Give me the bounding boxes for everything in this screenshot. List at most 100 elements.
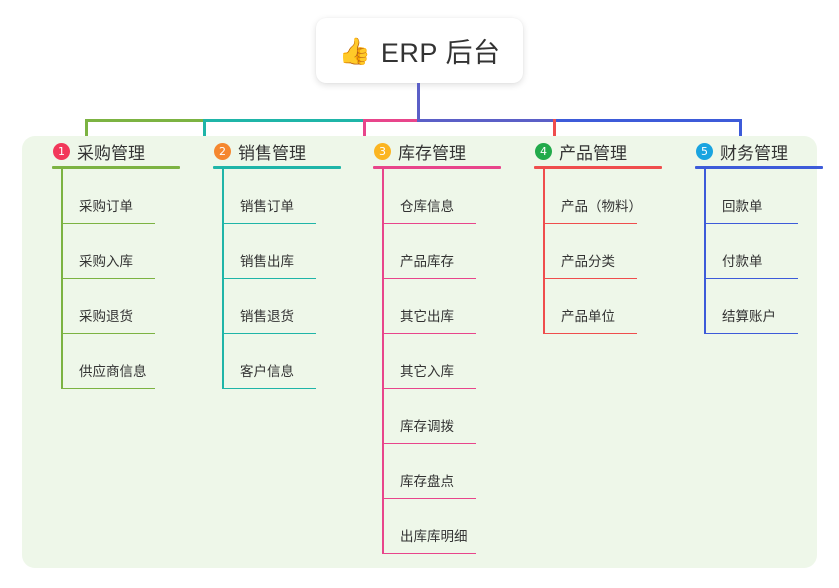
- leaf-label: 其它入库: [400, 364, 454, 379]
- leaf-item[interactable]: 销售退货: [222, 279, 359, 334]
- column-2: 2 销售管理销售订单销售出库销售退货客户信息: [199, 136, 359, 389]
- leaf-item[interactable]: 采购入库: [61, 224, 198, 279]
- column-title-5: 财务管理: [720, 143, 788, 163]
- leaf-label: 库存调拨: [400, 419, 454, 434]
- column-4: 4 产品管理产品（物料） 产品分类产品单位: [520, 136, 680, 334]
- leaf-item[interactable]: 销售出库: [222, 224, 359, 279]
- leaf-item[interactable]: 供应商信息: [61, 334, 198, 389]
- leaf-underline: [543, 222, 637, 224]
- leaf-label: 销售退货: [240, 309, 294, 324]
- leaf-list-3: 仓库信息产品库存其它出库其它入库库存调拨库存盘点出库库明细: [382, 169, 519, 554]
- leaf-underline: [704, 332, 798, 334]
- leaf-item[interactable]: 产品库存: [382, 224, 519, 279]
- leaf-label: 出库库明细: [400, 529, 468, 544]
- leaf-item[interactable]: 其它出库: [382, 279, 519, 334]
- leaf-label: 采购订单: [79, 199, 133, 214]
- leaf-label: 采购退货: [79, 309, 133, 324]
- leaf-list-2: 销售订单销售出库销售退货客户信息: [222, 169, 359, 389]
- leaf-underline: [222, 387, 316, 389]
- leaf-underline: [61, 387, 155, 389]
- leaf-underline: [382, 552, 476, 554]
- column-underline-2: [213, 166, 341, 169]
- leaf-underline: [382, 332, 476, 334]
- column-header-3[interactable]: 3 库存管理: [359, 136, 519, 166]
- leaf-underline: [61, 277, 155, 279]
- leaf-item[interactable]: 采购退货: [61, 279, 198, 334]
- leaf-item[interactable]: 采购订单: [61, 169, 198, 224]
- leaf-list-5: 回款单付款单结算账户: [704, 169, 839, 334]
- leaf-spine-1: [61, 169, 63, 389]
- trunk-segment-5: [553, 119, 741, 122]
- leaf-underline: [382, 387, 476, 389]
- leaf-underline: [704, 277, 798, 279]
- leaf-label: 其它出库: [400, 309, 454, 324]
- leaf-label: 结算账户: [722, 309, 776, 324]
- leaf-item[interactable]: 产品分类: [543, 224, 680, 279]
- leaf-spine-4: [543, 169, 545, 334]
- root-title: ERP 后台: [380, 38, 501, 68]
- root-node[interactable]: 👍 ERP 后台: [316, 18, 523, 83]
- leaf-label: 产品分类: [561, 254, 615, 269]
- leaf-label: 库存盘点: [400, 474, 454, 489]
- leaf-label: 客户信息: [240, 364, 294, 379]
- trunk-segment-4: [417, 119, 553, 122]
- leaf-item[interactable]: 结算账户: [704, 279, 839, 334]
- column-badge-3: 3: [374, 142, 391, 160]
- column-title-2: 销售管理: [238, 143, 306, 163]
- leaf-underline: [543, 332, 637, 334]
- leaf-label: 仓库信息: [400, 199, 454, 214]
- leaf-label: 采购入库: [79, 254, 133, 269]
- leaf-underline: [61, 222, 155, 224]
- leaf-label: 销售出库: [240, 254, 294, 269]
- leaf-item[interactable]: 客户信息: [222, 334, 359, 389]
- column-underline-5: [695, 166, 823, 169]
- leaf-spine-3: [382, 169, 384, 554]
- leaf-underline: [382, 442, 476, 444]
- leaf-item[interactable]: 库存调拨: [382, 389, 519, 444]
- leaf-underline: [61, 332, 155, 334]
- leaf-underline: [382, 497, 476, 499]
- leaf-underline: [222, 332, 316, 334]
- leaf-item[interactable]: 回款单: [704, 169, 839, 224]
- leaf-label: 供应商信息: [79, 364, 147, 379]
- leaf-list-1: 采购订单采购入库采购退货供应商信息: [61, 169, 198, 389]
- column-header-4[interactable]: 4 产品管理: [520, 136, 680, 166]
- column-underline-1: [52, 166, 180, 169]
- leaf-underline: [222, 222, 316, 224]
- column-underline-3: [373, 166, 501, 169]
- trunk-segment-3: [363, 119, 417, 122]
- column-title-4: 产品管理: [559, 143, 627, 163]
- leaf-label: 销售订单: [240, 199, 294, 214]
- leaf-label: 付款单: [722, 254, 763, 269]
- leaf-item[interactable]: 库存盘点: [382, 444, 519, 499]
- root-connector-vertical: [417, 83, 420, 121]
- leaf-item[interactable]: 付款单: [704, 224, 839, 279]
- leaf-underline: [543, 277, 637, 279]
- leaf-item[interactable]: 出库库明细: [382, 499, 519, 554]
- column-header-2[interactable]: 2 销售管理: [199, 136, 359, 166]
- column-badge-2: 2: [214, 142, 231, 160]
- leaf-item[interactable]: 产品单位: [543, 279, 680, 334]
- column-title-3: 库存管理: [398, 143, 466, 163]
- leaf-label: 产品库存: [400, 254, 454, 269]
- column-badge-4: 4: [535, 142, 552, 160]
- thumbs-up-icon: 👍: [338, 35, 371, 66]
- leaf-item[interactable]: 销售订单: [222, 169, 359, 224]
- column-badge-1: 1: [53, 142, 70, 160]
- trunk-segment-2: [203, 119, 363, 122]
- leaf-item[interactable]: 仓库信息: [382, 169, 519, 224]
- leaf-label: 回款单: [722, 199, 763, 214]
- column-underline-4: [534, 166, 662, 169]
- leaf-label: 产品单位: [561, 309, 615, 324]
- leaf-underline: [382, 277, 476, 279]
- leaf-item[interactable]: 其它入库: [382, 334, 519, 389]
- leaf-underline: [222, 277, 316, 279]
- trunk-segment-1: [85, 119, 203, 122]
- leaf-item[interactable]: 产品（物料）: [543, 169, 680, 224]
- leaf-underline: [704, 222, 798, 224]
